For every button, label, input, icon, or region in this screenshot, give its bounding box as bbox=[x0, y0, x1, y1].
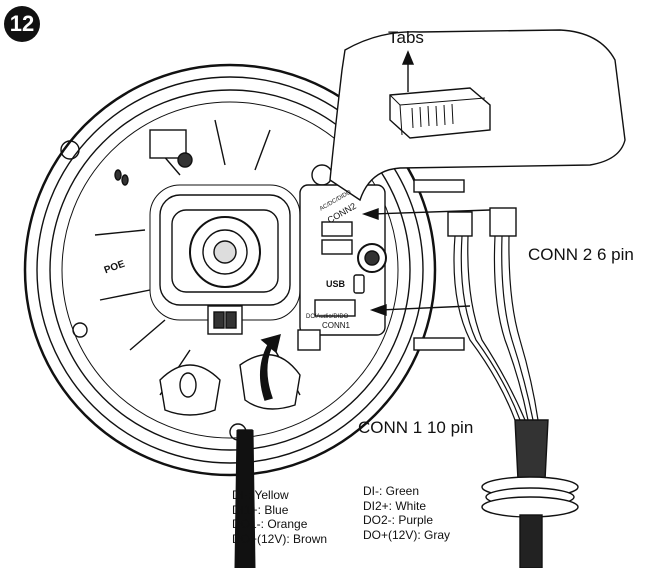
housing-ring-3 bbox=[49, 89, 411, 451]
led bbox=[114, 169, 122, 181]
audio-jack bbox=[297, 329, 321, 351]
cable-route-arrow bbox=[260, 334, 281, 401]
cable-tail bbox=[519, 514, 543, 568]
housing-ring-4 bbox=[61, 101, 399, 439]
loose-plug bbox=[413, 337, 465, 351]
screw-boss bbox=[60, 140, 80, 160]
wire-entry: DI-: Yellow bbox=[232, 488, 289, 502]
wire-entry: DO+(12V): Gray bbox=[363, 527, 451, 542]
conn2-socket bbox=[321, 221, 353, 237]
knob bbox=[179, 372, 197, 398]
board-label-usb: USB bbox=[326, 279, 346, 289]
conn2-label: CONN 2 6 pin bbox=[528, 245, 634, 264]
screw-boss bbox=[72, 322, 88, 338]
step-badge: 12 bbox=[4, 6, 40, 42]
conn1-socket bbox=[314, 299, 356, 317]
housing-ring-2 bbox=[36, 76, 424, 464]
lens-connector bbox=[207, 305, 243, 335]
housing-outer-ring bbox=[23, 63, 437, 477]
wire-entry: DI1+: Blue bbox=[232, 502, 289, 517]
tab-connector-pin bbox=[389, 87, 491, 139]
wire-bundle bbox=[453, 235, 539, 421]
wire-entry: DO2-: Purple bbox=[363, 513, 434, 527]
conn2-wire-list: DI-: Green DI2+: White DO2-: Purple DO+(… bbox=[363, 484, 450, 542]
usb-port bbox=[353, 274, 365, 294]
wire-entry: DO1-: Orange bbox=[232, 517, 308, 531]
housing-rib bbox=[94, 229, 301, 396]
conn2-socket-2 bbox=[321, 239, 353, 255]
wire-entry: DI-: Green bbox=[363, 484, 420, 498]
conn2-plug bbox=[447, 211, 473, 237]
screw-boss bbox=[311, 164, 333, 186]
loose-plug bbox=[413, 179, 465, 193]
lens-core bbox=[213, 240, 237, 264]
insert-arrow-conn1 bbox=[379, 305, 471, 311]
housing-slot bbox=[239, 353, 301, 410]
led bbox=[121, 174, 129, 186]
wire-entry: DI2+: White bbox=[363, 498, 427, 513]
conn1-wire-list: DI-: Yellow DI1+: Blue DO1-: Orange DO+(… bbox=[232, 488, 327, 546]
connector-ribs bbox=[411, 103, 454, 129]
insert-arrow-conn2 bbox=[371, 209, 491, 215]
board-label-conn1-prefix: DC/Audio/DIDO bbox=[306, 314, 349, 320]
board-label-conn1: CONN1 bbox=[322, 321, 351, 330]
sd-card-slot bbox=[149, 129, 187, 159]
tabs-label: Tabs bbox=[388, 28, 424, 47]
wire-entry: DO+(12V): Brown bbox=[232, 531, 328, 546]
reset-button bbox=[177, 152, 193, 168]
conn1-plug bbox=[489, 207, 517, 237]
cable-sheath bbox=[514, 419, 549, 481]
conn1-label: CONN 1 10 pin bbox=[358, 418, 474, 437]
